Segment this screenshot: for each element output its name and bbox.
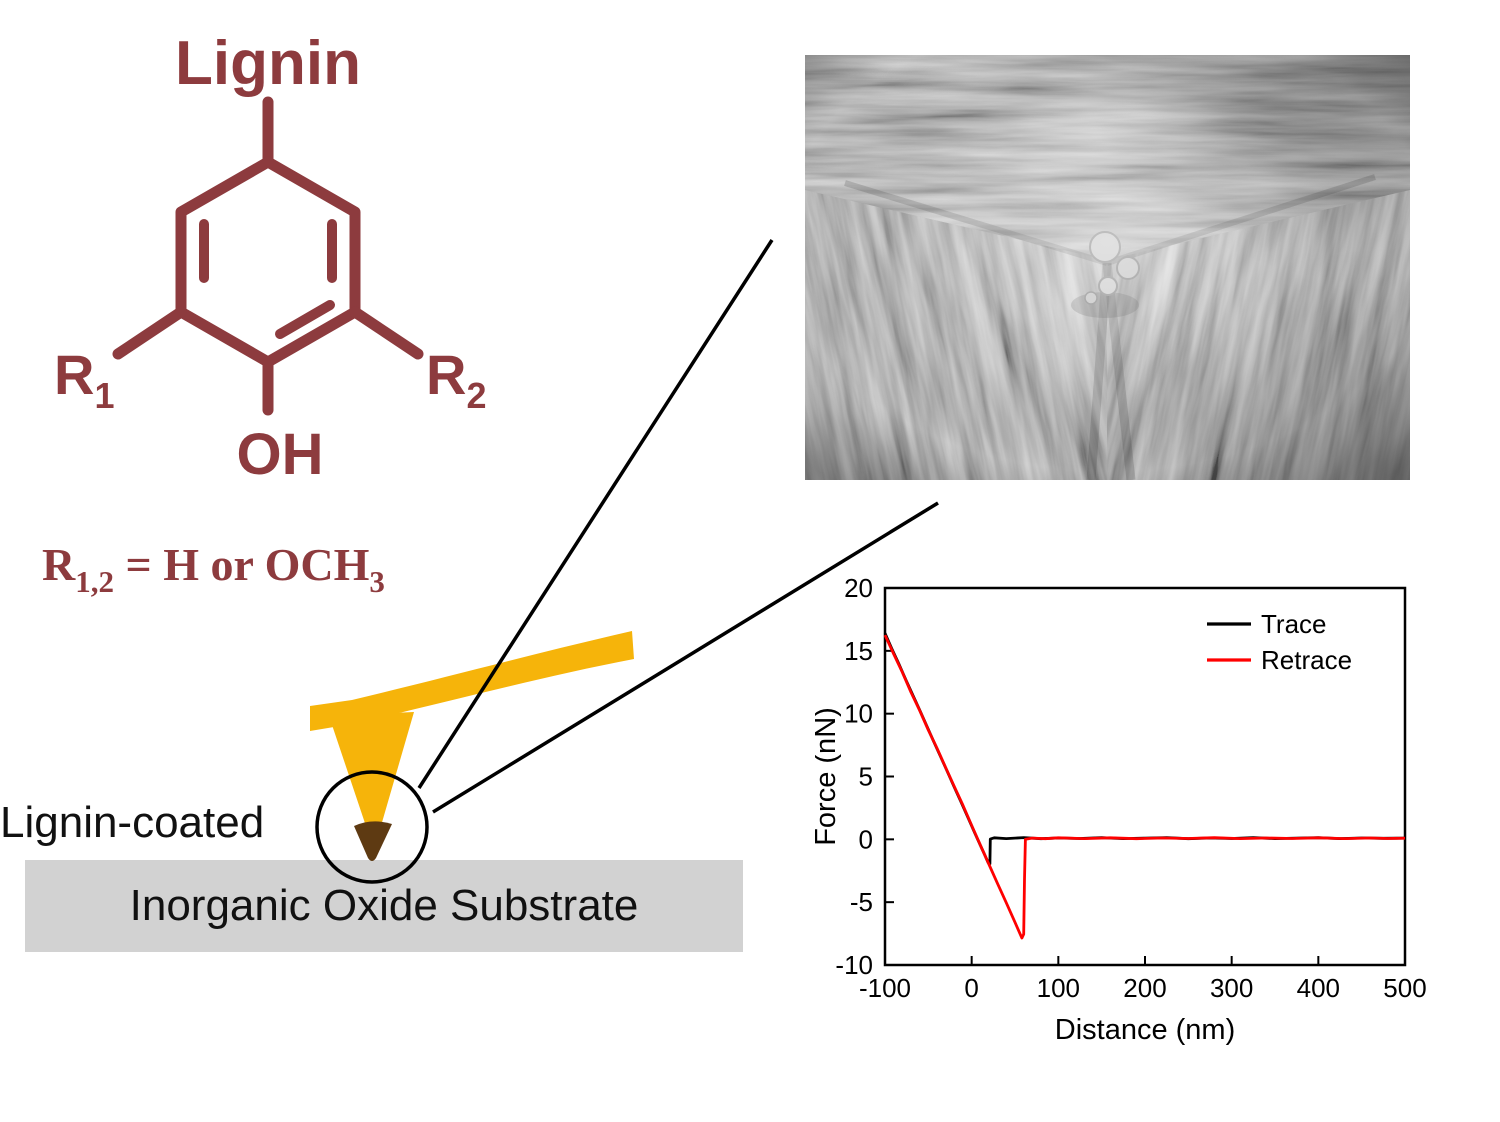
retrace-line: [883, 634, 1406, 940]
x-axis-label: Distance (nm): [1055, 1014, 1236, 1046]
legend-label-trace: Trace: [1261, 609, 1327, 639]
magnifier-circle: [315, 770, 429, 884]
y-axis-label: Force (nN): [815, 707, 842, 846]
x-tick-label: 500: [1383, 973, 1426, 1003]
substrate-label: Inorganic Oxide Substrate: [129, 881, 639, 930]
cantilever-beam: [310, 631, 634, 731]
lignin-title: Lignin: [175, 29, 361, 98]
lignin-coated-tip: [354, 821, 392, 861]
x-tick-label: 400: [1297, 973, 1340, 1003]
lignin-structure: Lignin R1 R2 OH R1,2 = H or OCH3: [42, 29, 486, 599]
bond-r1: [112, 306, 187, 360]
bond-r2: [349, 306, 424, 360]
y-tick-label: 10: [844, 699, 873, 729]
molecule-text-group: Lignin: [175, 29, 361, 98]
lignin-coated-label: Lignin-coated: [0, 798, 265, 847]
force-distance-chart: -100 0 100 200 300 400 500 -10 -5 0 5 10 15 20TraceRe…: [815, 573, 1427, 1046]
substituent-labels: R1 R2 OH R1,2 = H or OCH3: [42, 343, 486, 599]
x-tick-label: 100: [1037, 973, 1080, 1003]
y-tick-label: 5: [859, 762, 873, 792]
r2-label: R2: [426, 343, 486, 416]
x-tick-label: 200: [1123, 973, 1166, 1003]
x-tick-label: -100: [859, 973, 911, 1003]
double-bond-bottom-right: [275, 300, 335, 339]
y-tick-label: -10: [835, 950, 873, 980]
sem-micrograph: [805, 55, 1410, 480]
y-tick-label: -5: [850, 887, 873, 917]
r1-label: R1: [54, 343, 114, 416]
magnifier-line-lower: [432, 501, 939, 814]
legend-label-retrace: Retrace: [1261, 645, 1352, 675]
benzene-ring-group: [112, 96, 424, 416]
y-tick-label: 20: [844, 573, 873, 603]
x-tick-label: 0: [964, 973, 978, 1003]
hydroxyl-label: OH: [237, 422, 324, 487]
substituent-formula: R1,2 = H or OCH3: [42, 539, 385, 599]
magnifier-line-upper: [417, 239, 774, 789]
substrate-bar: Inorganic Oxide Substrate: [25, 860, 743, 952]
y-tick-label: 15: [844, 636, 873, 666]
x-tick-label: 300: [1210, 973, 1253, 1003]
cantilever-tip-pyramid: [329, 712, 414, 850]
y-tick-label: 0: [859, 824, 873, 854]
sem-corner-shade-br: [805, 55, 1410, 480]
